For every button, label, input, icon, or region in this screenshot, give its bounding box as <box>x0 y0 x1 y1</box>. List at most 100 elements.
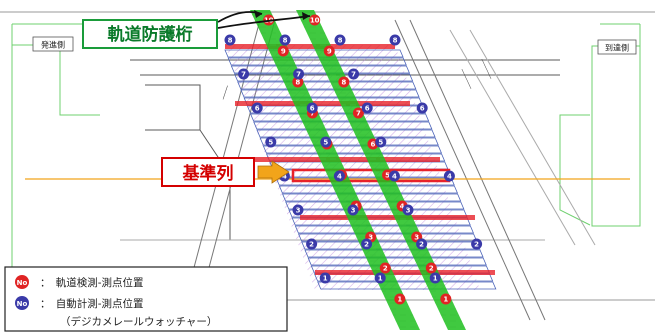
row-outline <box>224 49 404 58</box>
track-measure-marker-label: 1 <box>397 296 402 304</box>
auto-measure-marker-label: 5 <box>268 139 273 147</box>
auto-measure-marker <box>375 136 387 148</box>
auto-measure-marker-label: 4 <box>282 173 287 181</box>
svg-text:No: No <box>17 300 28 308</box>
track-measure-marker <box>425 262 437 274</box>
track-measure-marker <box>309 14 321 26</box>
row-outline <box>227 57 407 66</box>
auto-measure-marker <box>251 102 263 114</box>
auto-measure-marker-label: 7 <box>351 71 356 79</box>
track-measure-marker-label: 4 <box>400 203 405 211</box>
track-measure-marker-label: 2 <box>383 265 388 273</box>
auto-measure-marker-label: 2 <box>309 241 314 249</box>
row-outline <box>253 121 433 130</box>
svg-text:No: No <box>17 279 28 287</box>
auto-measure-marker-label: 5 <box>378 139 383 147</box>
track-measure-marker-label: 2 <box>429 265 434 273</box>
track-measure-marker-label: 8 <box>295 79 300 87</box>
arrival-side-box: 到達側 <box>597 39 637 55</box>
auto-measure-marker-label: 3 <box>296 207 301 215</box>
arrival-side-label: 到達側 <box>605 43 629 53</box>
track-measure-marker <box>338 76 350 88</box>
auto-measure-marker <box>334 34 346 46</box>
track-measure-marker-label: 8 <box>341 79 346 87</box>
reference-row-callout: 基準列 <box>161 157 290 187</box>
auto-measure-marker <box>443 170 455 182</box>
auto-measure-marker-label: 7 <box>241 71 246 79</box>
auto-measure-marker-label: 8 <box>228 37 233 45</box>
track-measure-marker-label: 3 <box>414 234 419 242</box>
legend-blue-marker-icon <box>15 296 29 310</box>
auto-measure-marker <box>320 136 332 148</box>
row-outline <box>249 113 430 122</box>
svg-text:──────: ────── <box>458 67 474 91</box>
auto-measure-marker-label: 4 <box>337 173 342 181</box>
legend-blue-note: （デジカメレールウォッチャー） <box>60 315 217 328</box>
auto-measure-marker-label: 4 <box>447 173 452 181</box>
auto-measure-marker-label: 6 <box>420 105 425 113</box>
svg-text:────: ──── <box>220 84 232 101</box>
auto-measure-marker-label: 1 <box>323 275 328 283</box>
auto-measure-marker-label: 6 <box>310 105 315 113</box>
auto-measure-marker-label: 2 <box>474 241 479 249</box>
track-measure-marker <box>379 262 391 274</box>
auto-measure-marker <box>389 34 401 46</box>
auto-measure-marker-label: 1 <box>378 275 383 283</box>
auto-measure-marker <box>402 204 414 216</box>
auto-measure-marker <box>429 272 441 284</box>
reference-row-label: 基準列 <box>182 163 234 184</box>
auto-measure-marker-label: 3 <box>351 207 356 215</box>
auto-measure-marker <box>238 68 250 80</box>
track-measure-marker-label: 6 <box>371 141 376 149</box>
auto-measure-marker <box>361 102 373 114</box>
auto-measure-marker <box>471 238 483 250</box>
legend-red-marker-icon <box>15 275 29 289</box>
auto-measure-marker <box>348 68 360 80</box>
auto-measure-marker-label: 6 <box>255 105 260 113</box>
auto-measure-marker <box>224 34 236 46</box>
auto-measure-marker <box>306 238 318 250</box>
auto-measure-marker-label: 8 <box>283 37 288 45</box>
auto-measure-marker-label: 4 <box>392 173 397 181</box>
highlight-bars <box>225 44 495 275</box>
auto-measure-marker <box>293 68 305 80</box>
row-outline <box>237 81 417 90</box>
auto-measure-marker-label: 7 <box>296 71 301 79</box>
auto-measure-marker <box>265 136 277 148</box>
auto-measure-marker <box>333 170 345 182</box>
auto-measure-marker-label: 5 <box>323 139 328 147</box>
auto-measure-marker <box>416 102 428 114</box>
legend: No ： 軌道検測-測点位置 No ： 自動計測-測点位置 （デジカメレールウォ… <box>4 266 288 332</box>
marker-layer: 1010998877665544332211888877766665554444… <box>224 14 483 305</box>
auto-measure-marker <box>361 238 373 250</box>
auto-measure-marker <box>319 272 331 284</box>
track-measure-marker <box>292 76 304 88</box>
auto-measure-marker <box>388 170 400 182</box>
departure-side-label: 発進側 <box>41 40 65 50</box>
track-measure-marker-label: 3 <box>368 234 373 242</box>
auto-measure-marker <box>292 204 304 216</box>
auto-measure-marker <box>279 34 291 46</box>
track-measure-marker-label: 7 <box>356 110 361 118</box>
track-measure-marker-label: 5 <box>385 172 390 180</box>
girder-callout: 軌道防護桁 <box>82 10 311 49</box>
row-outline <box>256 129 436 138</box>
row-outline <box>240 89 420 98</box>
reference-arrow <box>257 160 290 184</box>
track-measure-marker-label: 7 <box>310 110 315 118</box>
auto-measure-marker-label: 2 <box>364 241 369 249</box>
departure-side-box: 発進側 <box>32 36 74 52</box>
auto-measure-marker-label: 8 <box>338 37 343 45</box>
track-measure-marker <box>352 107 364 119</box>
auto-measure-marker-label: 3 <box>406 207 411 215</box>
auto-measure-marker-label: 6 <box>365 105 370 113</box>
track-measure-marker-label: 9 <box>281 48 286 56</box>
auto-measure-marker <box>306 102 318 114</box>
track-measure-marker-label: 10 <box>310 17 320 25</box>
track-measure-marker <box>323 45 335 57</box>
auto-measure-marker <box>416 238 428 250</box>
track-bands <box>250 10 466 330</box>
auto-measure-marker-label: 8 <box>393 37 398 45</box>
track-measure-marker-label: 1 <box>443 296 448 304</box>
